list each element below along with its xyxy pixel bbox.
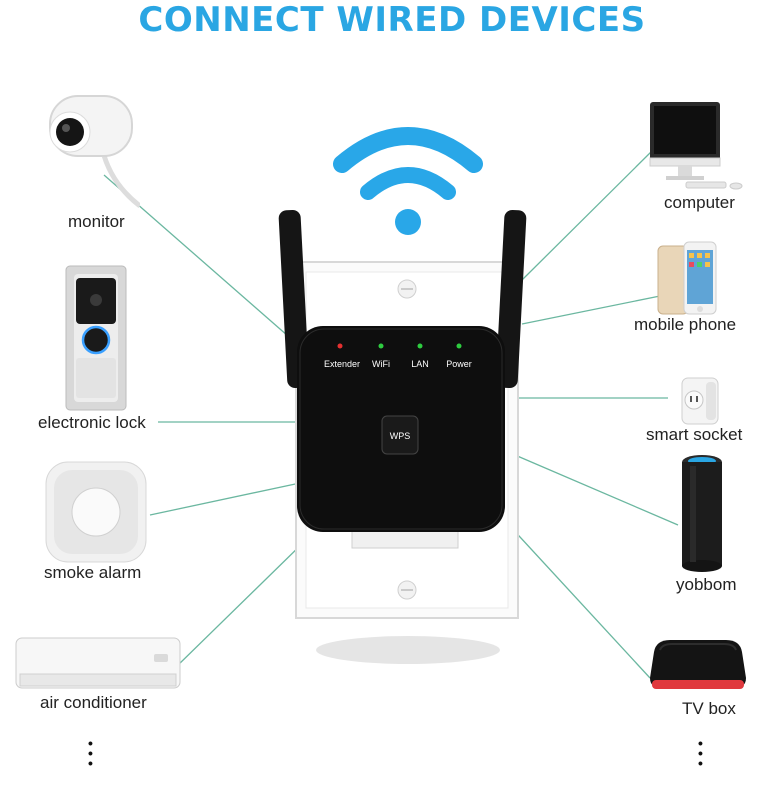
wps-label: WPS (390, 431, 411, 441)
device-label-smoke-alarm: smoke alarm (44, 563, 142, 582)
connector-line (507, 451, 679, 526)
indicator-label: WiFi (372, 359, 390, 369)
connector-line (149, 482, 301, 516)
extender-led (337, 343, 343, 349)
connector-line (521, 147, 656, 281)
device-label-smart-socket: smart socket (646, 425, 743, 444)
security-camera-icon (49, 95, 140, 208)
video-doorbell-icon (65, 265, 127, 411)
smoke-alarm-icon (45, 461, 147, 563)
device-label-computer: computer (664, 193, 735, 212)
tv-box-icon (650, 640, 746, 689)
indicator-label: Power (446, 359, 472, 369)
air-conditioner-icon (15, 637, 181, 689)
more-devices-indicator: • • • (88, 735, 93, 771)
device-label-monitor: monitor (68, 212, 125, 231)
power-led (456, 343, 462, 349)
indicator-label: Extender (324, 359, 360, 369)
wifi-led (378, 343, 384, 349)
wifi-icon (333, 127, 483, 235)
lan-led (417, 343, 423, 349)
device-label-tv-box: TV box (682, 699, 736, 718)
device-label-electronic-lock: electronic lock (38, 413, 146, 432)
computer-icon (649, 102, 743, 190)
device-label-air-conditioner: air conditioner (40, 693, 147, 712)
smart-speaker-icon (682, 455, 722, 572)
more-devices-indicator: • • • (698, 735, 703, 771)
connector-line (174, 537, 309, 669)
page-title: CONNECT WIRED DEVICES (138, 0, 646, 40)
connector-line (507, 523, 651, 679)
wps-button (381, 415, 419, 455)
indicator-label: LAN (411, 359, 429, 369)
smart-socket-icon (681, 377, 719, 425)
mobile-phone-icon (657, 241, 717, 315)
device-label-mobile-phone: mobile phone (634, 315, 737, 334)
connector-line (521, 295, 661, 325)
device-label-yobbom: yobbom (676, 575, 737, 594)
